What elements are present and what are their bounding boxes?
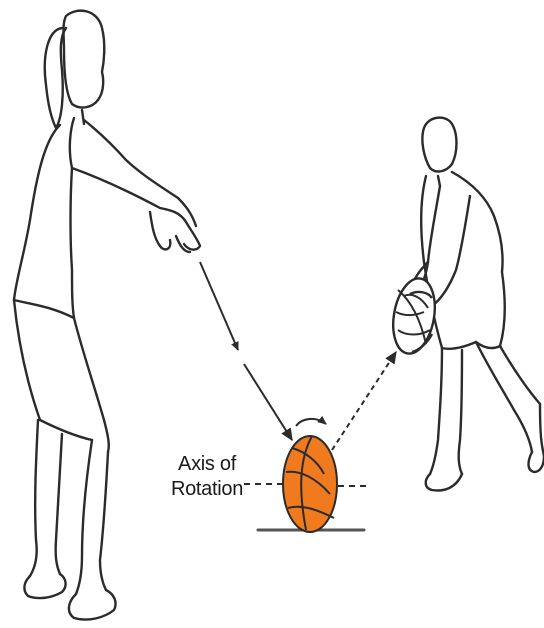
- axis-label-line-2: Rotation: [152, 477, 262, 502]
- pass-trajectory: [200, 262, 396, 450]
- held-basketball: [388, 275, 441, 357]
- axis-label-line-1: Axis of: [152, 452, 262, 477]
- spinning-basketball: [283, 436, 337, 532]
- axis-of-rotation-label: Axis of Rotation: [152, 452, 262, 502]
- pass-arrow-segment-2: [244, 364, 292, 440]
- pass-arrow-segment-1: [200, 262, 238, 350]
- passer-figure: [14, 11, 200, 620]
- rebound-dashed-arrow: [332, 352, 396, 450]
- spin-indicator-icon: [296, 419, 326, 426]
